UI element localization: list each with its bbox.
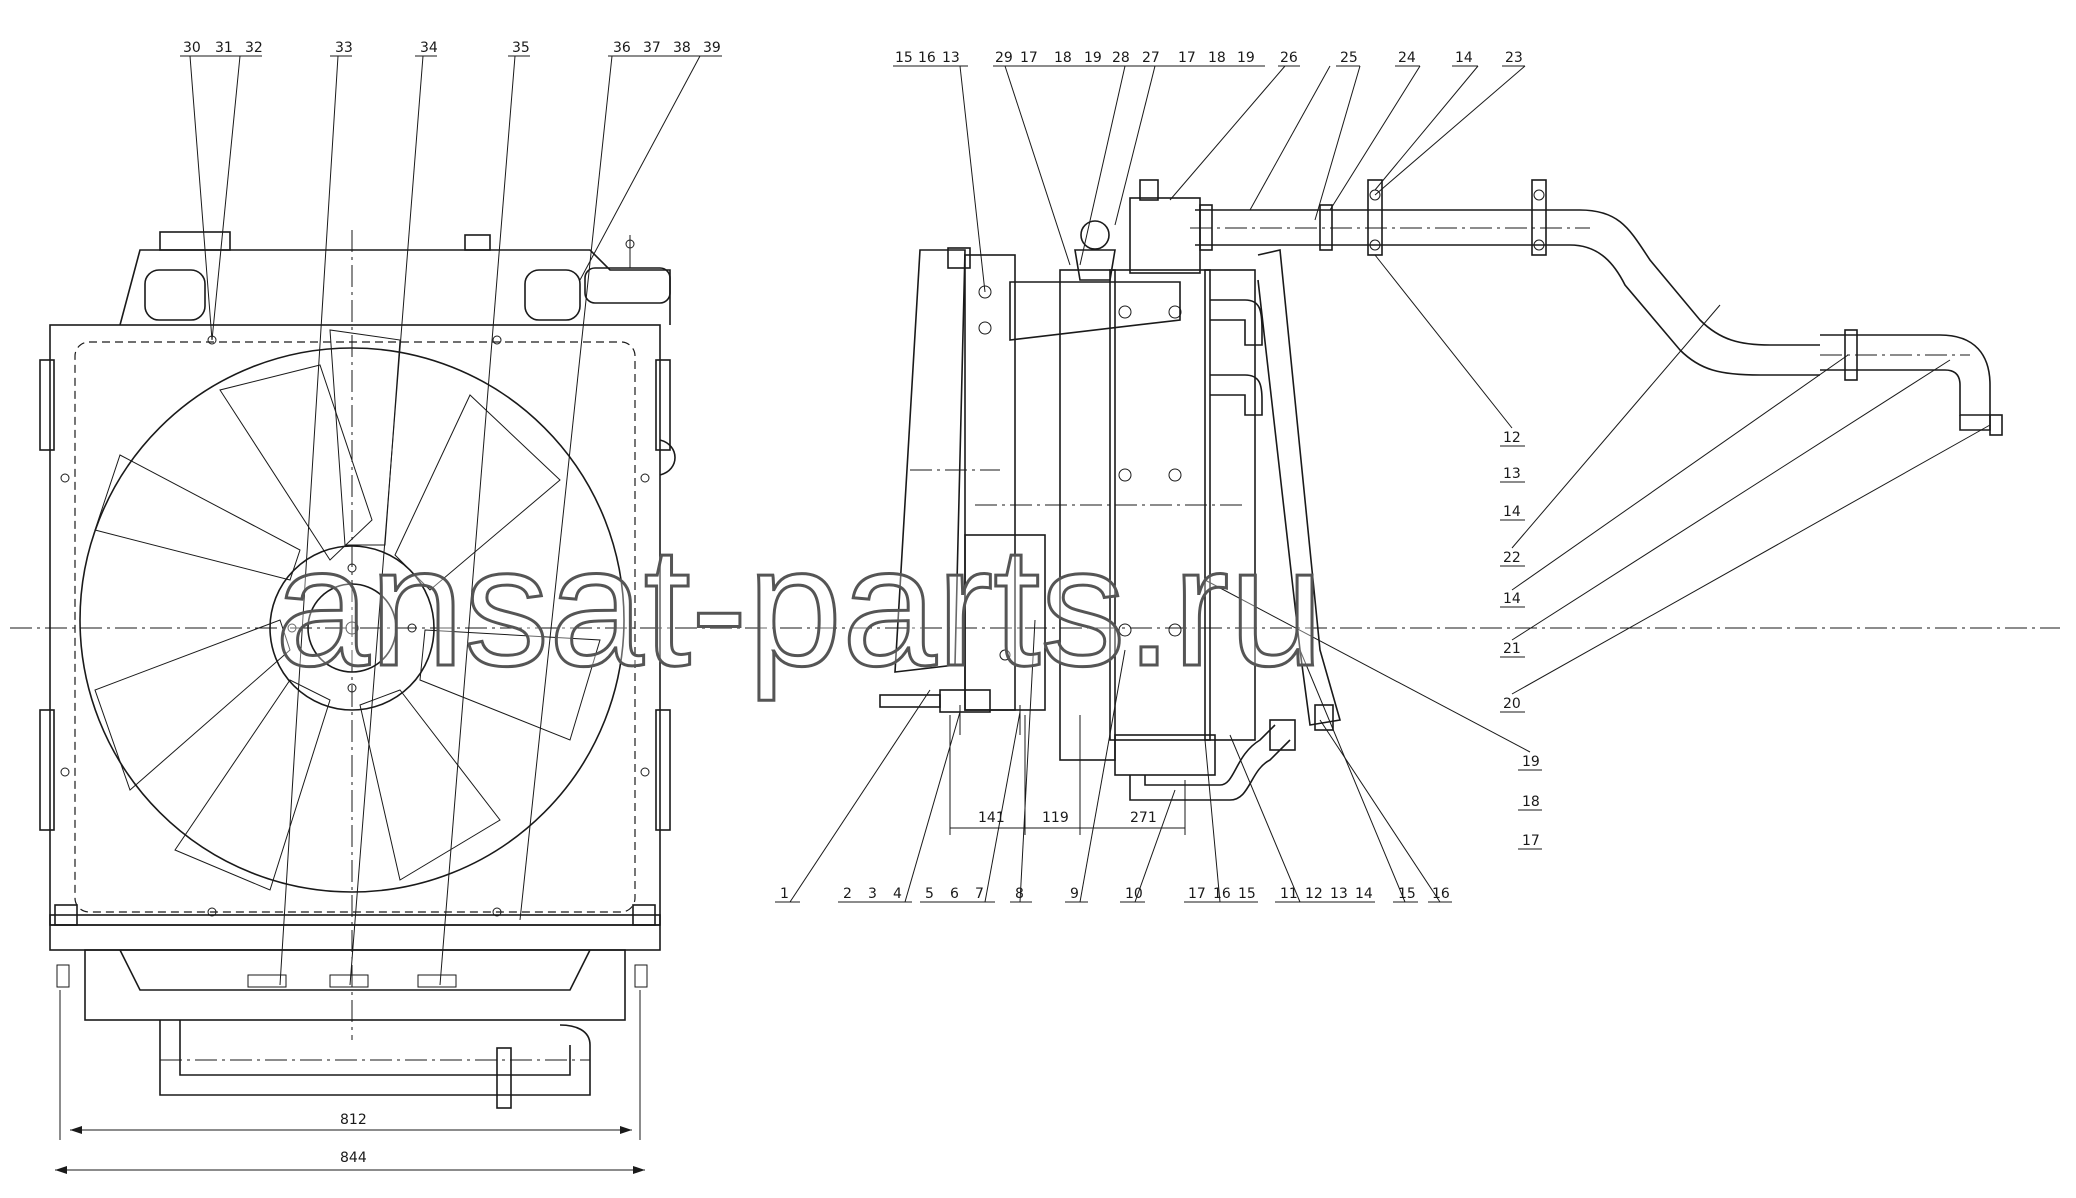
callout: 35 <box>512 40 530 56</box>
callout: 37 <box>643 40 661 56</box>
callout: 17 <box>1020 50 1038 66</box>
callout: 12 <box>1305 886 1323 902</box>
front-callouts: 30 31 32 33 34 35 36 37 38 39 <box>180 40 722 986</box>
callout: 39 <box>703 40 721 56</box>
callout: 28 <box>1112 50 1130 66</box>
callout: 5 <box>925 886 934 902</box>
callout: 33 <box>335 40 353 56</box>
callout: 17 <box>1188 886 1206 902</box>
callout: 8 <box>1015 886 1024 902</box>
callout: 14 <box>1355 886 1373 902</box>
callout: 13 <box>1330 886 1348 902</box>
front-view: 812 844 30 31 32 33 34 35 36 37 38 39 <box>10 40 2060 1174</box>
callout: 14 <box>1455 50 1473 66</box>
callout: 2 <box>843 886 852 902</box>
upper-bracket <box>1009 281 1181 341</box>
callout: 23 <box>1505 50 1523 66</box>
callout: 16 <box>1213 886 1231 902</box>
callout: 24 <box>1398 50 1416 66</box>
callout: 21 <box>1503 641 1521 657</box>
callout: 6 <box>950 886 959 902</box>
callout: 34 <box>420 40 438 56</box>
side-bottom-callouts: 1 2 3 4 5 6 7 8 9 10 17 16 15 11 12 13 1… <box>775 619 1452 903</box>
pipe-clamp <box>1531 179 1547 256</box>
callout: 14 <box>1503 591 1521 607</box>
dim-119: 119 <box>1042 810 1069 826</box>
callout: 15 <box>1238 886 1256 902</box>
callout: 26 <box>1280 50 1298 66</box>
callout: 16 <box>1432 886 1450 902</box>
callout: 18 <box>1054 50 1072 66</box>
side-top-callouts: 15 16 13 29 17 18 19 28 27 17 18 19 26 2… <box>893 50 1526 293</box>
callout: 14 <box>1503 504 1521 520</box>
side-view: 141 119 271 15 16 13 29 17 18 19 28 27 1… <box>775 50 2003 903</box>
lower-tank <box>1114 734 1216 776</box>
callout: 17 <box>1178 50 1196 66</box>
callout: 9 <box>1070 886 1079 902</box>
callout: 19 <box>1237 50 1255 66</box>
callout: 18 <box>1208 50 1226 66</box>
upper-hose <box>1190 179 2003 436</box>
callout: 15 <box>1398 886 1416 902</box>
callout: 31 <box>215 40 233 56</box>
support-bracket <box>894 249 966 673</box>
callout: 17 <box>1522 833 1540 849</box>
dim-271: 271 <box>1130 810 1157 826</box>
callout: 13 <box>1503 466 1521 482</box>
dim-844: 844 <box>340 1150 367 1166</box>
callout: 27 <box>1142 50 1160 66</box>
callout: 30 <box>183 40 201 56</box>
dim-141: 141 <box>978 810 1005 826</box>
dim-812: 812 <box>340 1112 367 1128</box>
callout: 38 <box>673 40 691 56</box>
callout: 32 <box>245 40 263 56</box>
callout: 4 <box>893 886 902 902</box>
side-right-callouts: 12 13 14 22 14 21 20 19 18 17 <box>1204 254 1991 850</box>
callout: 13 <box>942 50 960 66</box>
callout: 7 <box>975 886 984 902</box>
callout: 10 <box>1125 886 1143 902</box>
callout: 3 <box>868 886 877 902</box>
fan-hub <box>269 545 435 711</box>
callout: 20 <box>1503 696 1521 712</box>
callout: 15 <box>895 50 913 66</box>
callout: 25 <box>1340 50 1358 66</box>
filler-neck <box>1129 197 1201 274</box>
callout: 19 <box>1522 754 1540 770</box>
callout: 16 <box>918 50 936 66</box>
callout: 12 <box>1503 430 1521 446</box>
callout: 29 <box>995 50 1013 66</box>
callout: 36 <box>613 40 631 56</box>
callout: 11 <box>1280 886 1298 902</box>
callout: 18 <box>1522 794 1540 810</box>
fan-blades <box>94 329 601 891</box>
fan-shroud <box>79 347 625 893</box>
callout: 22 <box>1503 550 1521 566</box>
watermark: ansat-parts.ru <box>275 512 1324 702</box>
callout: 19 <box>1084 50 1102 66</box>
callout: 1 <box>780 886 789 902</box>
